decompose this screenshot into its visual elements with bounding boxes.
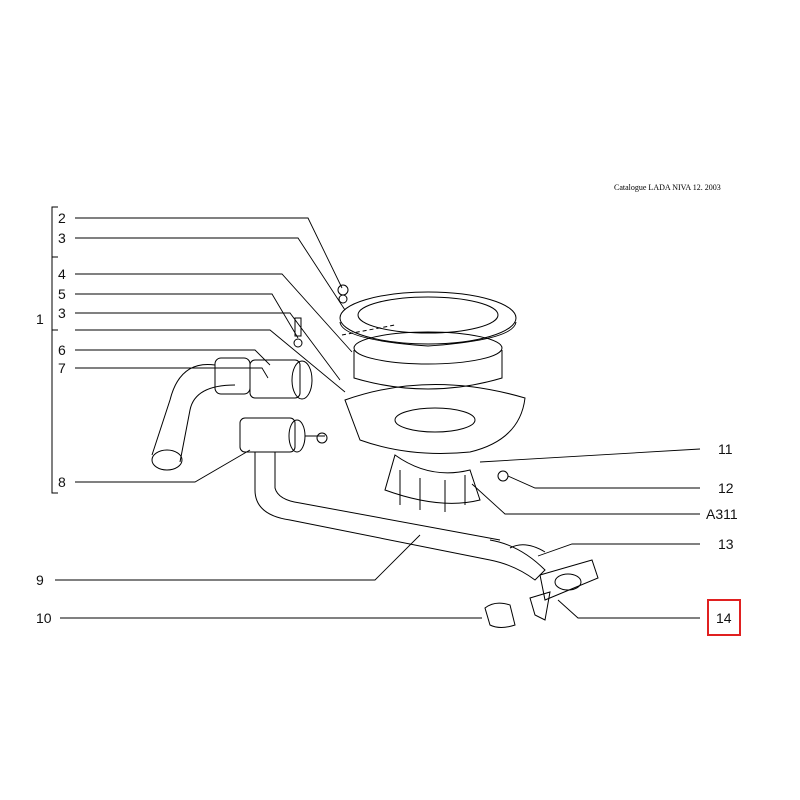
callout-14[interactable]: 14 [716, 610, 732, 626]
callout-4: 4 [58, 266, 66, 282]
air-filter-assembly [293, 284, 526, 512]
callout-a311: A311 [706, 506, 738, 522]
callout-13: 13 [718, 536, 734, 552]
callout-10: 10 [36, 610, 52, 626]
callout-3b: 3 [58, 305, 66, 321]
callout-3: 3 [58, 230, 66, 246]
callout-11: 11 [718, 441, 733, 457]
intake-hoses [151, 357, 599, 628]
callout-8: 8 [58, 474, 66, 490]
callout-group-1: 1 [36, 311, 44, 327]
highlight-box [707, 599, 741, 636]
leader-lines [55, 217, 701, 619]
callout-6: 6 [58, 342, 66, 358]
callout-9: 9 [36, 572, 44, 588]
callout-2: 2 [58, 210, 66, 226]
group-bracket [51, 206, 58, 494]
catalogue-header: Catalogue LADA NIVA 12. 2003 [614, 183, 721, 192]
callout-12: 12 [718, 480, 734, 496]
callout-5: 5 [58, 286, 66, 302]
callout-7: 7 [58, 360, 66, 376]
